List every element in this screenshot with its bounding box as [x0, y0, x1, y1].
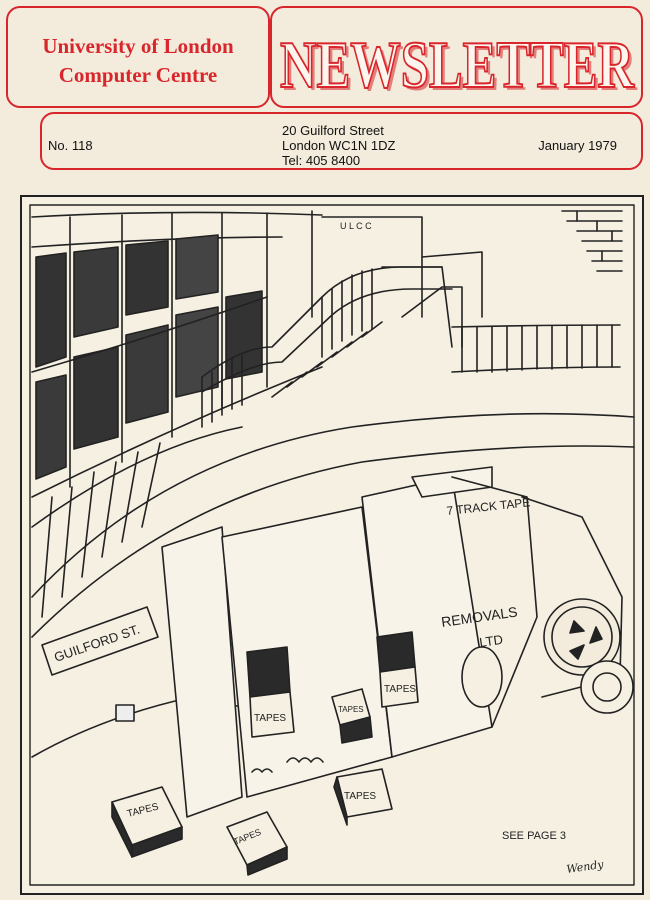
see-page-caption: SEE PAGE 3	[502, 830, 566, 842]
tape-box-label-6: TAPES	[344, 791, 376, 802]
org-title-box: University of London Computer Centre	[6, 6, 270, 108]
van-label-top: 7 TRACK TAPE	[446, 495, 531, 518]
road	[31, 412, 635, 638]
newsletter-title-svg: NEWSLETTER NEWSLETTER	[279, 27, 637, 105]
newsletter-title: NEWSLETTER	[280, 28, 634, 102]
van-label-side-2: LTD	[478, 632, 503, 650]
tape-box-label-3: TAPES	[338, 705, 364, 714]
address-street: 20 Guilford Street	[282, 123, 384, 138]
org-name-line2: Computer Centre	[58, 63, 218, 87]
balcony-railing	[451, 324, 621, 373]
tape-box-label-2: TAPES	[384, 684, 416, 695]
cartoon-illustration: U L C C	[20, 195, 644, 895]
address-block: 20 Guilford Street London WC1N 1DZ Tel: …	[282, 123, 395, 168]
issue-date: January 1979	[538, 138, 617, 153]
newsletter-title-shadow: NEWSLETTER	[283, 31, 637, 105]
staircase	[201, 266, 463, 428]
telephone: Tel: 405 8400	[282, 153, 361, 168]
artist-signature: Wendy	[566, 858, 605, 876]
newsletter-banner: NEWSLETTER NEWSLETTER	[270, 6, 643, 108]
address-city: London WC1N 1DZ	[282, 138, 396, 153]
cartoon-inner-frame	[29, 204, 635, 886]
issue-number: No. 118	[48, 138, 93, 153]
building-facade	[31, 211, 323, 498]
ulcc-tower: U L C C	[311, 210, 623, 318]
issue-info-box: No. 118 20 Guilford Street London WC1N 1…	[40, 112, 643, 170]
cartoon-drawing: U L C C	[29, 204, 635, 886]
ulcc-logo-plaque	[115, 704, 135, 722]
tape-box-label-1: TAPES	[254, 713, 286, 724]
ulcc-sign: U L C C	[340, 221, 372, 231]
tape-boxes: TAPES TAPES TAPES TAPES TAPES TAPES	[111, 631, 419, 876]
org-name-line1: University of London	[42, 34, 234, 58]
